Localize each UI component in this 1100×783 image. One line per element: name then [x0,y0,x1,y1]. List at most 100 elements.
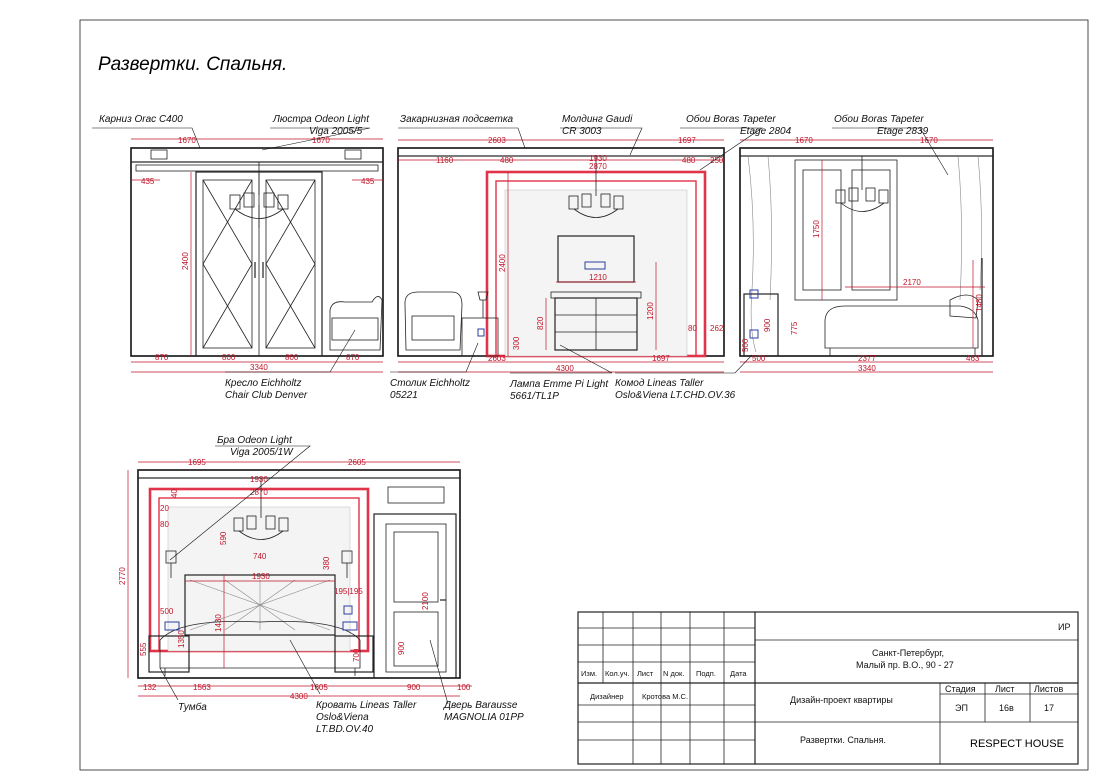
elevation-3: 1670 1670 1750 2170 1480 900 775 500 500… [739,136,994,373]
e4-dim-b4: 900 [407,683,421,692]
elevation-4: 1695 2605 1930 2870 40 20 80 590 740 380… [118,458,472,701]
e4-dim-2770: 2770 [118,567,127,585]
label-nightstand: Тумба [178,701,207,713]
label-chandelier-1: Люстра Odeon Light [272,114,370,125]
label-wallpaper2-2: Etage 2839 [877,126,929,137]
e1-curtain-rail [135,164,379,172]
label-lamp-2: 5661/TL1P [510,391,559,402]
e2-dim-2870: 2870 [589,162,607,171]
label-molding-1: Молдинг Gaudi [562,114,633,125]
label-molding-2: CR 3003 [562,126,602,137]
e4-dim-top-1: 1695 [188,458,206,467]
tb-designer-role: Дизайнер [590,692,624,701]
label-lamp-1: Лампа Emme Pi Light [509,379,609,390]
tb-hdr-podp: Подп. [696,669,716,678]
e4-dim-top-2: 2605 [348,458,366,467]
e4-dim-b5: 100 [457,683,471,692]
e2-dim-820: 820 [536,316,545,330]
tb-address-2: Малый пр. В.О., 90 - 27 [856,660,954,670]
e2-dim-80: 80 [688,324,697,333]
e3-dim-900: 900 [763,318,772,332]
e3-dim-1750: 1750 [812,220,821,238]
e1-vent-right [344,149,362,160]
tb-hdr-list: Лист [637,669,654,678]
label-cornice: Карниз Orac C400 [99,114,183,125]
tb-hdr-kolich: Кол.уч. [605,669,630,678]
tb-sheet: 16в [999,703,1014,713]
e2-dim-1210: 1210 [589,273,607,282]
e4-dim-40: 40 [170,489,179,498]
e4-dim-2100: 2100 [421,592,430,610]
e2-dim-r1: 1160 [436,156,454,165]
e3-dim-top-1: 1670 [795,136,813,145]
elevation-2: 2603 1697 1160 480 1930 480 250 2870 240… [397,136,725,373]
e2-dim-top-1: 2603 [488,136,506,145]
e4-dim-b3: 1605 [310,683,328,692]
label-bed-1: Кровать Lineas Taller [316,700,417,711]
e2-dim-total: 4300 [556,364,574,373]
e4-dim-555: 555 [139,642,148,656]
e4-dim-2870: 2870 [250,488,268,497]
tb-sheets-hdr: Листов [1034,684,1063,694]
e2-dim-r4: 480 [682,156,696,165]
e1-cornice [130,147,384,163]
e3-dim-2170: 2170 [903,278,921,287]
e4-door-icon [373,513,457,679]
e2-dim-top-2: 1697 [678,136,696,145]
tb-sheet-hdr: Лист [995,684,1015,694]
e2-dim-r2: 480 [500,156,514,165]
e1-dim-side-2: 435 [361,177,375,186]
tb-sheet-name: Развертки. Спальня. [800,735,886,745]
e4-air-conditioner [387,486,445,504]
e3-bed-icon [824,258,983,356]
e3-window [794,159,898,301]
e4-dim-900v: 900 [397,641,406,655]
e2-chandelier-icon [568,156,624,218]
e1-wall-outline [130,147,384,357]
tb-designer-name: Кротова М.С. [642,692,688,701]
e4-dim-b2: 1563 [193,683,211,692]
e3-dim-b3: 463 [966,354,980,363]
label-bed-3: LT.BD.OV.40 [316,724,374,735]
e3-dim-top-2: 1670 [920,136,938,145]
e2-armchair-icon [404,291,463,351]
label-wallpaper1-1: Обои Boras Tapeter [686,113,776,125]
e3-nightstand [743,293,779,357]
e1-dim-b4: 870 [346,353,360,362]
e4-dim-20: 20 [160,504,169,513]
e2-dim-height: 2400 [498,254,507,272]
e1-chandelier-icon [229,162,289,228]
label-wallpaper1-2: Etage 2804 [740,126,792,137]
e2-dim-262: 262 [710,324,724,333]
e2-lamp-icon [477,291,489,301]
e3-dim-b1: 500 [752,354,766,363]
e1-dim-total: 3340 [250,363,268,372]
e4-dim-195: 195|195 [334,587,363,596]
tb-hdr-izm: Изм. [581,669,597,678]
e2-dim-r3: 1930 [589,154,607,163]
tb-stage-hdr: Стадия [945,684,976,694]
e4-nightstand-left [148,635,190,673]
label-table-1: Столик Eichholtz [390,378,470,389]
e4-dim-80: 80 [160,520,169,529]
label-bed-2: Oslo&Viena [316,712,369,723]
tb-stage: ЭП [955,703,968,713]
e1-dim-b2: 800 [222,353,236,362]
e4-dim-700: 700 [352,648,361,662]
elevation-1: 1670 1670 435 435 2400 870 800 800 870 3… [130,136,384,373]
tb-sheets: 17 [1044,703,1054,713]
e4-dim-380: 380 [322,556,331,570]
e4-dim-740: 740 [253,552,267,561]
e4-dim-b1: 132 [143,683,157,692]
e3-dim-1480: 1480 [975,294,984,312]
tb-address-1: Санкт-Петербург, [872,648,944,658]
e4-bed-icon [159,574,361,676]
e1-dim-top-2: 1670 [312,136,330,145]
label-sconce-1: Бра Odeon Light [217,435,293,446]
e2-dim-r5: 250 [710,156,724,165]
e1-armchair-icon [329,296,383,351]
e4-dim-total: 4300 [290,692,308,701]
label-door-1: Дверь Barausse [443,700,518,711]
